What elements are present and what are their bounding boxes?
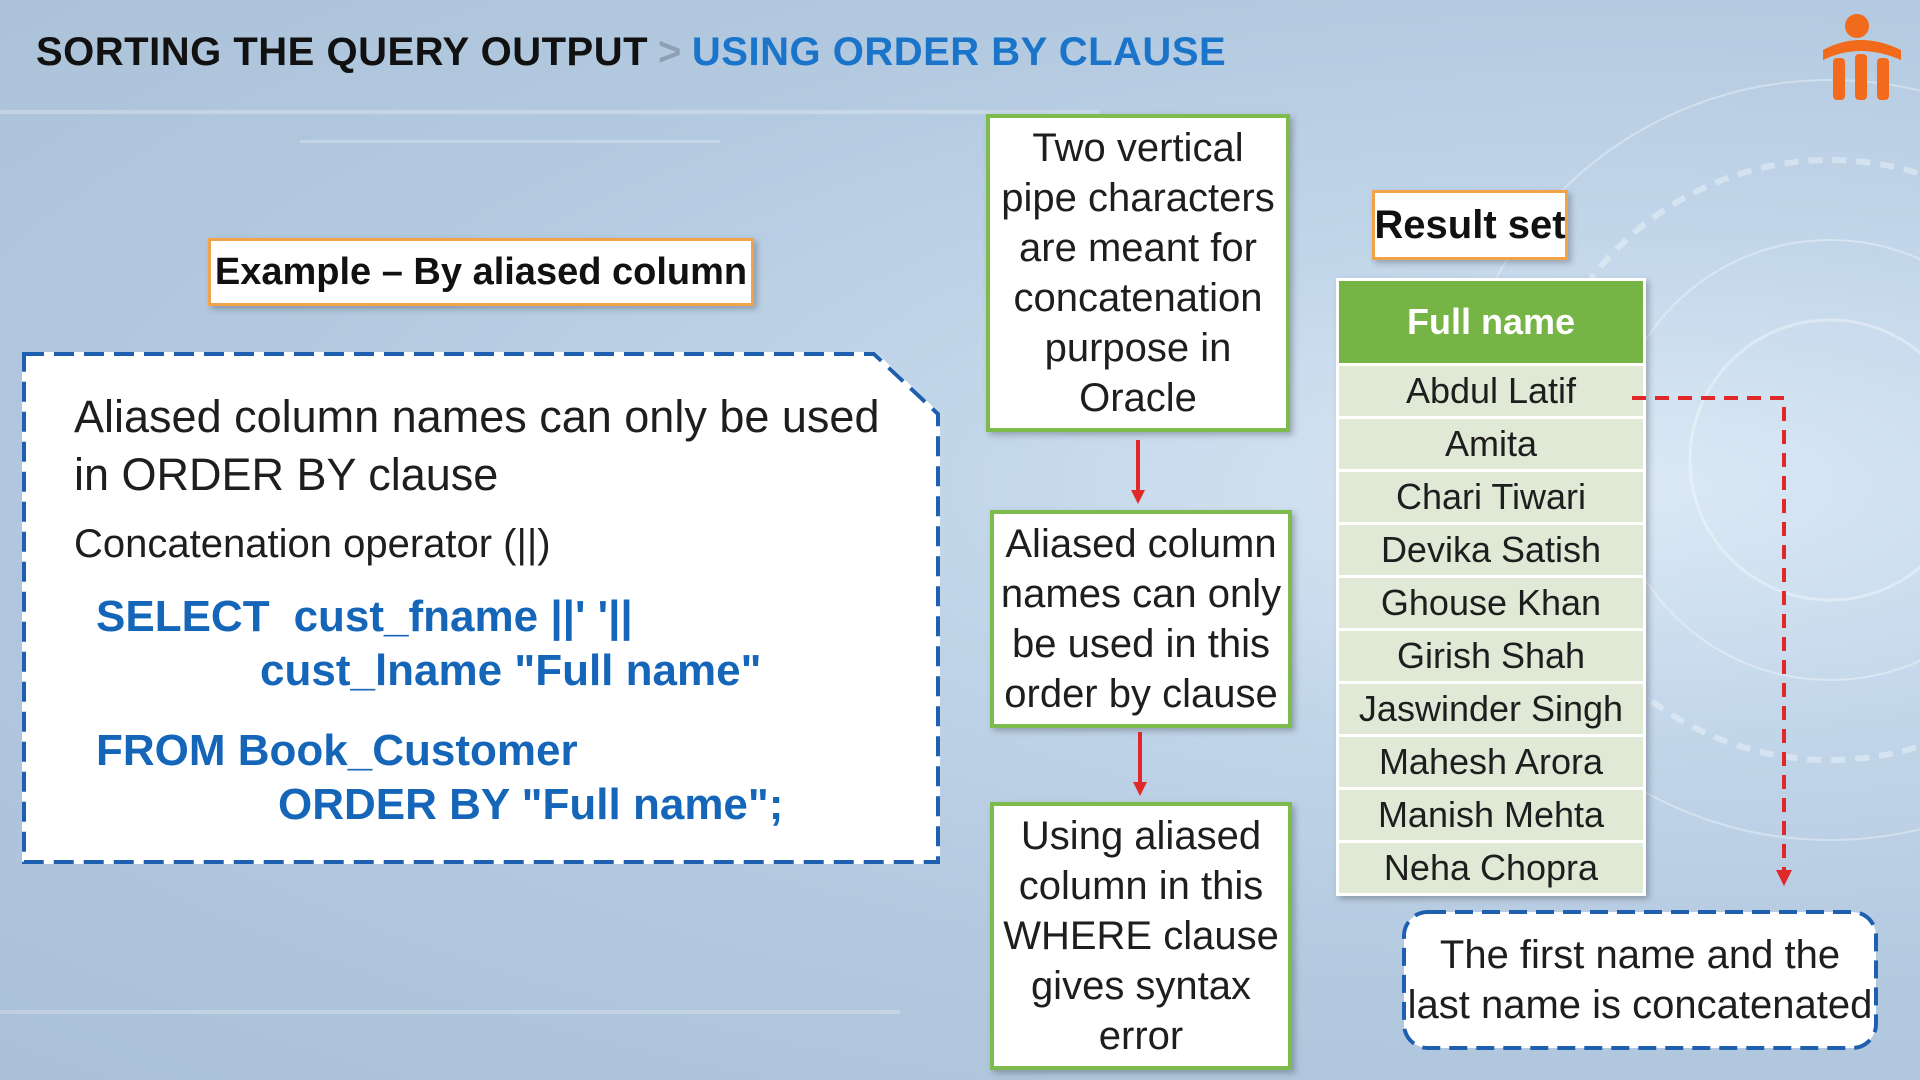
explanation-card-border xyxy=(22,352,940,864)
sql-select-expression: cust_fname ||' '|| xyxy=(293,592,633,641)
sql-select-keyword: SELECT xyxy=(96,592,270,641)
logo-icon xyxy=(1823,14,1901,100)
flow-box-pipe-characters: Two vertical pipe characters are meant f… xyxy=(986,114,1290,432)
result-table: Full name Abdul Latif Amita Chari Tiwari… xyxy=(1336,278,1646,896)
arrow-down-icon xyxy=(1133,732,1147,796)
dashed-connector-arrow xyxy=(1632,396,1792,886)
flow-box-where-error: Using aliased column in this WHERE claus… xyxy=(990,802,1292,1070)
flow-box-order-by-only: Aliased column names can only be used in… xyxy=(990,510,1292,728)
page-title: SORTING THE QUERY OUTPUT>USING ORDER BY … xyxy=(36,30,1226,75)
arrow-down-icon xyxy=(1131,440,1145,504)
table-row: Manish Mehta xyxy=(1339,790,1643,843)
concatenation-operator-note: Concatenation operator (||) xyxy=(74,522,551,566)
explanation-card xyxy=(22,352,940,864)
sql-line-select: SELECT cust_fname ||' '|| xyxy=(96,592,633,642)
table-row: Chari Tiwari xyxy=(1339,472,1643,525)
table-row: Neha Chopra xyxy=(1339,843,1643,893)
breadcrumb-separator: > xyxy=(658,30,682,74)
concatenation-callout: The first name and the last name is conc… xyxy=(1406,914,1874,1046)
table-row: Jaswinder Singh xyxy=(1339,684,1643,737)
title-section: SORTING THE QUERY OUTPUT xyxy=(36,30,649,74)
example-label: Example – By aliased column xyxy=(208,238,754,306)
table-row: Abdul Latif xyxy=(1339,366,1643,419)
title-topic: USING ORDER BY CLAUSE xyxy=(691,30,1227,74)
table-header: Full name xyxy=(1339,281,1643,366)
aliased-column-note: Aliased column names can only be used in… xyxy=(74,391,880,500)
sql-line-from: FROM Book_Customer xyxy=(96,726,578,775)
sql-line-order-by: ORDER BY "Full name"; xyxy=(278,780,784,829)
result-set-label: Result set xyxy=(1372,190,1568,260)
table-row: Girish Shah xyxy=(1339,631,1643,684)
table-row: Ghouse Khan xyxy=(1339,578,1643,631)
table-row: Devika Satish xyxy=(1339,525,1643,578)
table-row: Amita xyxy=(1339,419,1643,472)
table-row: Mahesh Arora xyxy=(1339,737,1643,790)
sql-line-alias: cust_lname "Full name" xyxy=(260,646,762,695)
